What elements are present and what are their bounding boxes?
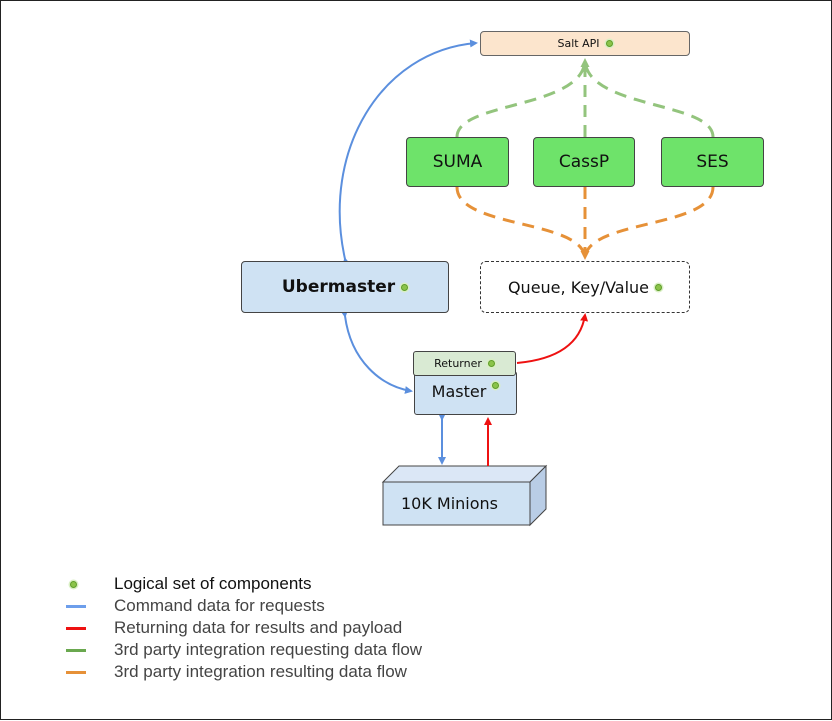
flow-ses-to-queue bbox=[583, 186, 715, 260]
salt-api-label: Salt API bbox=[557, 37, 600, 50]
component-set-icon bbox=[492, 382, 500, 389]
minions-label: 10K Minions bbox=[400, 494, 499, 513]
cassp-node: CassP bbox=[533, 137, 635, 187]
ubermaster-node: Ubermaster bbox=[241, 261, 449, 313]
master-label: Master bbox=[431, 382, 487, 401]
legend-label: Command data for requests bbox=[114, 596, 325, 615]
flow-returner-to-queue bbox=[516, 313, 589, 364]
legend-label: 3rd party integration requesting data fl… bbox=[114, 640, 423, 659]
legend-item: Logical set of components bbox=[61, 573, 422, 595]
master-node: Master bbox=[414, 371, 517, 415]
component-set-icon bbox=[401, 283, 409, 291]
command-line-swatch bbox=[66, 604, 86, 608]
legend-label: 3rd party integration resulting data flo… bbox=[114, 662, 407, 681]
suma-label: SUMA bbox=[432, 152, 483, 172]
legend-item: Returning data for results and payload bbox=[61, 617, 422, 639]
legend-item: Command data for requests bbox=[61, 595, 422, 617]
suma-node: SUMA bbox=[406, 137, 509, 187]
queue-label: Queue, Key/Value bbox=[507, 277, 650, 297]
flow-ses-to-saltapi bbox=[583, 58, 715, 138]
ses-node: SES bbox=[661, 137, 764, 187]
minions-node: 10K Minions bbox=[383, 482, 516, 525]
flow-ubermaster-saltapi bbox=[338, 39, 478, 266]
flow-ubermaster-master bbox=[340, 309, 413, 394]
legend-item: 3rd party integration resulting data flo… bbox=[61, 661, 422, 683]
resulting-line-swatch bbox=[66, 670, 86, 674]
requesting-line-swatch bbox=[66, 648, 86, 652]
component-set-icon bbox=[70, 580, 77, 588]
salt-api-node: Salt API bbox=[480, 31, 690, 56]
returner-label: Returner bbox=[434, 357, 482, 370]
flow-suma-to-queue bbox=[455, 186, 587, 260]
ubermaster-label: Ubermaster bbox=[281, 277, 396, 297]
component-set-icon bbox=[655, 283, 663, 291]
ses-label: SES bbox=[696, 152, 729, 172]
legend-label: Logical set of components bbox=[114, 574, 312, 593]
flow-suma-to-saltapi bbox=[455, 58, 587, 138]
legend-item: 3rd party integration requesting data fl… bbox=[61, 639, 422, 661]
cassp-label: CassP bbox=[558, 152, 610, 172]
queue-node: Queue, Key/Value bbox=[480, 261, 690, 313]
legend: Logical set of components Command data f… bbox=[61, 573, 422, 683]
component-set-icon bbox=[487, 360, 495, 367]
minions-box bbox=[381, 464, 548, 527]
legend-label: Returning data for results and payload bbox=[114, 618, 403, 637]
returner-node: Returner bbox=[413, 351, 516, 376]
component-set-icon bbox=[605, 40, 613, 47]
returning-line-swatch bbox=[66, 626, 86, 630]
